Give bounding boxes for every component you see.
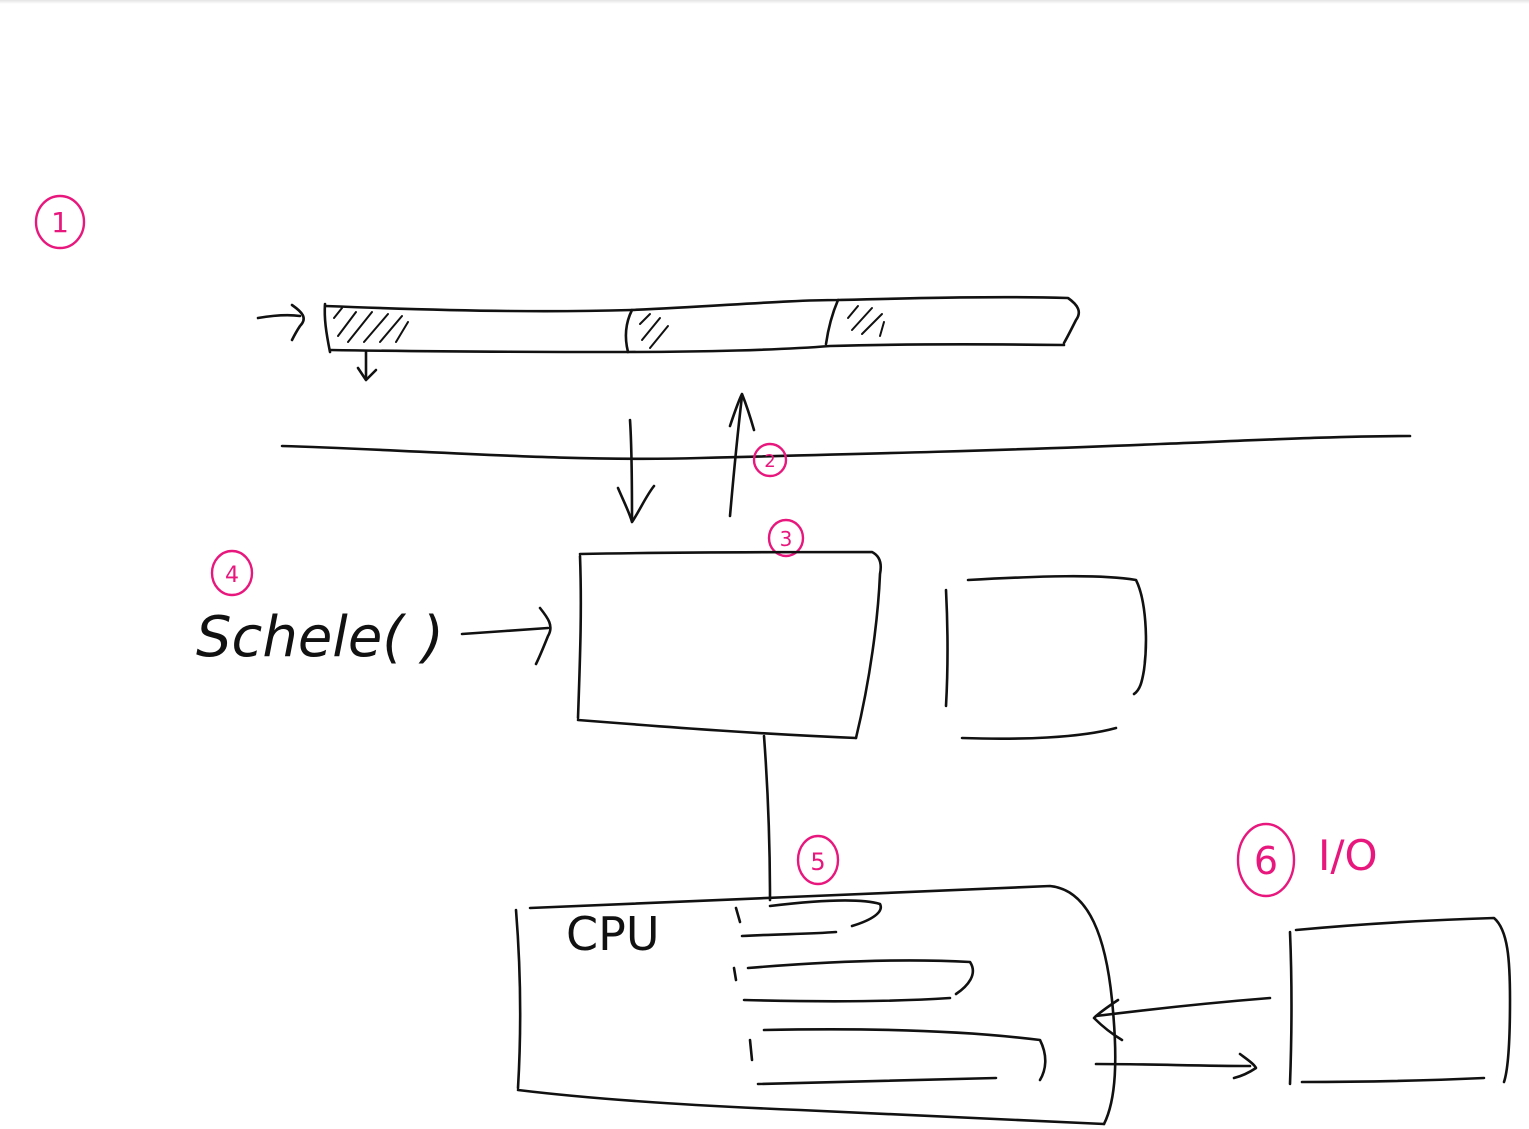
- marker-6-number: 6: [1254, 839, 1278, 883]
- cache-line-4: [748, 1028, 1047, 1082]
- up-arrow-head: [728, 392, 756, 432]
- thread-stack-box-left: [576, 554, 583, 720]
- disk-box: [1288, 916, 1512, 1086]
- cache-line-1: [734, 906, 838, 938]
- second-stack-box-top-right: [966, 574, 1148, 696]
- marker-3-circle: [767, 518, 805, 558]
- coroutine-stack-arrow-head: [356, 366, 378, 382]
- up-arrow-shaft: [728, 394, 744, 518]
- coroutine-bar-left: [323, 302, 332, 354]
- read-arrow-shaft: [1094, 996, 1272, 1018]
- schedule-arrow-shaft: [460, 626, 550, 636]
- marker-4-circle: [210, 549, 254, 597]
- write-arrow-head: [1232, 1052, 1258, 1080]
- io-intensive-label: I/O: [1318, 831, 1378, 880]
- second-stack-box-left: [944, 588, 949, 708]
- disk-box-left: [1288, 930, 1293, 1086]
- disk-box-bottom: [1300, 1076, 1486, 1084]
- coroutine-bar: [323, 295, 1081, 354]
- stack-to-cpu-line: [762, 734, 772, 902]
- marker-3: 3: [767, 518, 805, 558]
- marker-6: 6: [1236, 822, 1296, 898]
- coroutine-2-hatch: [639, 313, 669, 349]
- coroutine-3-hatch: [847, 305, 885, 337]
- marker-5-circle: [796, 834, 840, 886]
- disk-box-top-right: [1294, 916, 1512, 1084]
- marker-5-number: 5: [810, 848, 825, 876]
- schedule-call-label: Schele( ): [196, 605, 444, 670]
- read-arrow-head: [1092, 998, 1124, 1042]
- schedule-arrow-head: [534, 606, 552, 666]
- thread-stack-box: [576, 550, 883, 740]
- coroutine-divider-2: [824, 298, 840, 346]
- marker-2-number: 2: [764, 451, 775, 472]
- coroutine-1-hatch: [333, 307, 409, 343]
- marker-5: 5: [796, 834, 840, 886]
- marker-2: 2: [752, 442, 788, 478]
- coroutine-divider-1: [624, 308, 634, 354]
- cache-line-5: [756, 1076, 998, 1086]
- cpu-box: [514, 884, 1117, 1126]
- cpu-label: CPU: [566, 907, 660, 961]
- event-driven-arrow-shaft: [256, 313, 302, 320]
- second-stack-box: [944, 574, 1148, 740]
- thread-stack-box-bottom: [576, 718, 858, 740]
- cache-lines: [732, 899, 1047, 1086]
- coroutine-bar-bottom: [328, 343, 1066, 354]
- marker-1: 1: [34, 194, 86, 250]
- event-driven-arrow-head: [290, 303, 305, 342]
- cache-line-2: [732, 959, 975, 996]
- cpu-box-bottom: [516, 1088, 1106, 1126]
- marker-4-number: 4: [225, 563, 239, 588]
- thread-stack-box-right: [578, 550, 883, 740]
- down-arrow-head: [616, 484, 656, 524]
- down-arrow-shaft: [628, 418, 634, 522]
- marker-1-number: 1: [51, 206, 69, 239]
- marker-4: 4: [210, 549, 254, 597]
- kernel-boundary-line: [280, 434, 1412, 461]
- second-stack-box-bottom: [960, 726, 1118, 740]
- cache-line-3: [742, 996, 952, 1003]
- marker-6-circle: [1236, 822, 1296, 898]
- coroutine-bar-top: [323, 295, 1081, 345]
- cpu-box-top-right: [528, 884, 1117, 1126]
- marker-2-circle: [752, 442, 788, 478]
- write-arrow-shaft: [1094, 1062, 1252, 1068]
- cache-line-1-curl: [768, 899, 883, 928]
- cpu-box-left: [514, 908, 522, 1090]
- top-shadow: [0, 0, 1529, 4]
- marker-1-circle: [34, 194, 86, 250]
- marker-3-number: 3: [780, 527, 793, 551]
